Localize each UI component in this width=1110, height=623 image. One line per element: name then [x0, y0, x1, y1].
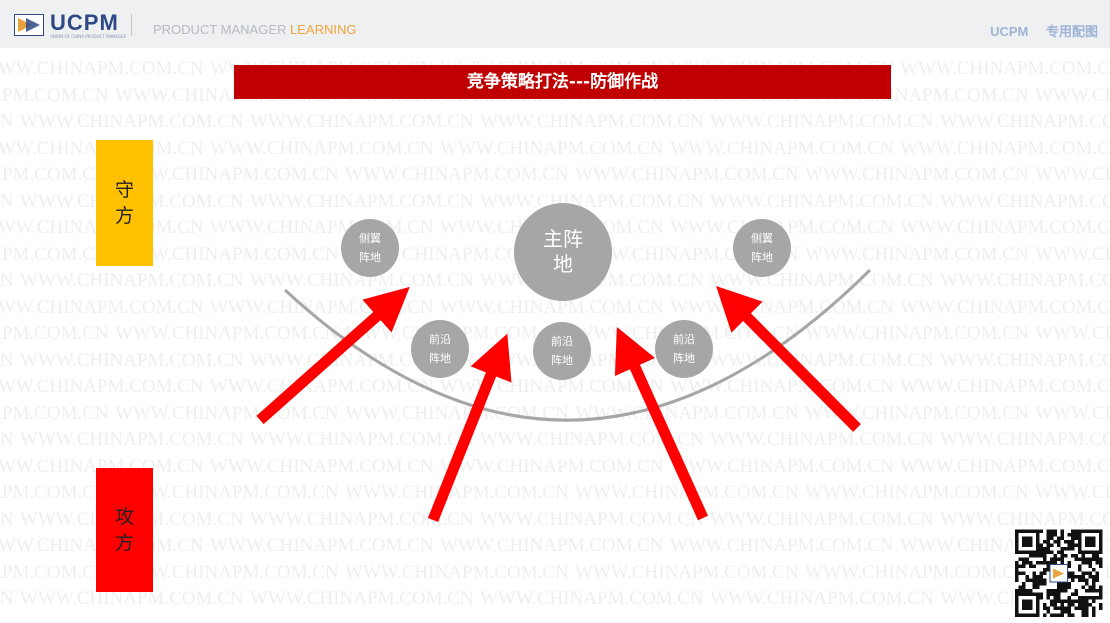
front-position-center-node: 前沿 阵地 [533, 322, 591, 380]
header-divider [131, 14, 132, 36]
attacker-label: 攻 方 [96, 468, 153, 592]
tagline-highlight: LEARNING [290, 22, 357, 37]
attacker-label-text: 攻 方 [114, 506, 134, 554]
right-brand-text: 专用配图 [1045, 24, 1098, 39]
ucpm-logo-icon [14, 14, 44, 36]
brand-name: UCPM [50, 10, 119, 35]
right-brand-name: UCPM [990, 24, 1029, 39]
slide-title: 竞争策略打法---防御作战 [234, 65, 891, 99]
attack-arrow-2 [427, 333, 512, 523]
tagline-plain: PRODUCT MANAGER [153, 22, 287, 37]
flank-position-right-node: 侧翼 阵地 [733, 219, 791, 277]
front-position-right-node: 前沿 阵地 [655, 320, 713, 378]
main-position-node: 主阵 地 [514, 203, 612, 301]
defender-label: 守 方 [96, 140, 153, 266]
header-bar: UCPM UNION OF CHINA PRODUCT MANAGER PROD… [0, 0, 1110, 48]
header-right-brand: UCPM 专用配图 [976, 21, 1098, 40]
defense-arc [283, 268, 872, 422]
attack-arrow-3 [614, 326, 709, 521]
attack-arrow-1 [256, 286, 410, 425]
defender-label-text: 守 方 [114, 179, 134, 227]
front-position-left-node: 前沿 阵地 [411, 320, 469, 378]
header-tagline: PRODUCT MANAGER LEARNING [153, 22, 356, 37]
brand-subtitle: UNION OF CHINA PRODUCT MANAGER [50, 34, 127, 39]
attack-arrow-4 [716, 285, 861, 432]
qr-code-icon [1013, 528, 1105, 618]
flank-position-left-node: 侧翼 阵地 [341, 219, 399, 277]
